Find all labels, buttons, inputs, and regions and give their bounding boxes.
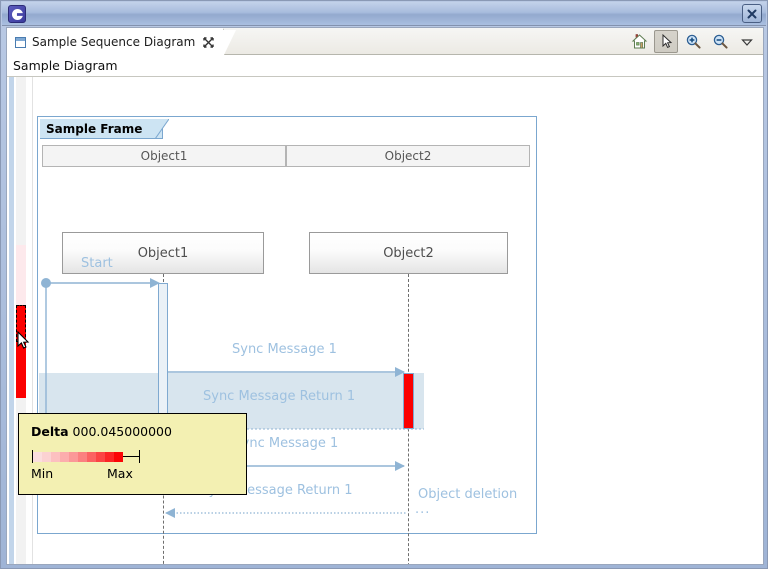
object-deletion-label: Object deletion xyxy=(418,487,518,502)
lifeline-box-object2[interactable]: Object2 xyxy=(309,232,508,274)
eclipse-icon xyxy=(8,5,26,23)
column-header-label: Object2 xyxy=(384,149,432,163)
zoom-out-button[interactable] xyxy=(708,30,732,53)
zoom-out-icon xyxy=(713,34,728,49)
document-icon xyxy=(15,36,26,48)
tooltip-metric-name: Delta xyxy=(31,424,69,439)
frame-title-tag: Sample Frame xyxy=(40,119,164,139)
scale-segment xyxy=(51,451,60,462)
lifeline-label: Object1 xyxy=(137,245,189,261)
message-label-start: Start xyxy=(81,256,113,271)
scale-tail xyxy=(123,456,139,457)
column-header-object1[interactable]: Object1 xyxy=(42,145,286,167)
scale-end-tick xyxy=(139,450,140,463)
tab-close-icon[interactable] xyxy=(202,36,215,49)
activation-object2-hot[interactable] xyxy=(403,373,414,429)
column-header-object2[interactable]: Object2 xyxy=(286,145,530,167)
editor-client-area: Sample Sequence Diagram xyxy=(6,27,764,565)
scale-segment xyxy=(69,451,78,462)
tab-bar: Sample Sequence Diagram xyxy=(7,28,763,57)
lifeline-box-object1[interactable]: Object1 xyxy=(62,232,264,274)
scale-start-tick xyxy=(32,450,33,463)
chevron-down-icon xyxy=(741,38,753,46)
gutter-band-pale xyxy=(16,245,26,305)
gutter-band-selected[interactable] xyxy=(16,305,26,342)
home-button[interactable] xyxy=(627,30,651,53)
lifeline-label: Object2 xyxy=(383,245,434,261)
scale-segment xyxy=(105,451,114,462)
delta-tooltip: Delta 000.045000000 xyxy=(18,413,247,495)
pointer-icon xyxy=(662,33,672,49)
home-icon xyxy=(631,34,647,49)
tooltip-title: Delta 000.045000000 xyxy=(31,424,246,439)
window-close-button[interactable] xyxy=(742,4,762,23)
scale-segment xyxy=(78,451,87,462)
frame-tag-corner xyxy=(155,119,169,139)
tooltip-min-label: Min xyxy=(31,466,54,481)
message-label-async-1: Async Message 1 xyxy=(226,436,339,451)
object-deletion-ellipsis: ... xyxy=(415,502,431,517)
gutter-band-hot xyxy=(16,342,26,398)
scale-segment xyxy=(42,451,51,462)
diagram-canvas[interactable]: Sample Frame Object1 Object2 Object1 xyxy=(7,77,763,564)
tab-sample-sequence-diagram[interactable]: Sample Sequence Diagram xyxy=(7,28,237,57)
zoom-in-button[interactable] xyxy=(681,30,705,53)
tooltip-max-label: Max xyxy=(107,466,133,481)
scale-segment xyxy=(96,451,105,462)
pointer-tool-button[interactable] xyxy=(654,30,678,53)
message-label-sync-return-1: Sync Message Return 1 xyxy=(203,389,356,404)
diagram-caption: Sample Diagram xyxy=(7,55,763,77)
message-label-sync-1: Sync Message 1 xyxy=(232,342,337,357)
scale-segment xyxy=(114,451,123,462)
tab-label: Sample Sequence Diagram xyxy=(32,35,196,49)
tooltip-metric-value: 000.045000000 xyxy=(72,424,172,439)
tooltip-color-scale xyxy=(32,450,140,463)
editor-toolbar xyxy=(627,29,759,54)
window-title-bar xyxy=(2,2,766,26)
zoom-in-icon xyxy=(686,34,701,49)
frame-title-label: Sample Frame xyxy=(46,121,143,136)
scale-segment xyxy=(60,451,69,462)
column-header-label: Object1 xyxy=(140,149,188,163)
view-menu-button[interactable] xyxy=(735,30,759,53)
scale-segment xyxy=(33,451,42,462)
gutter-rail xyxy=(9,77,14,564)
page-title: Sample Diagram xyxy=(13,58,118,73)
scale-segment xyxy=(87,451,96,462)
close-icon xyxy=(747,9,757,19)
